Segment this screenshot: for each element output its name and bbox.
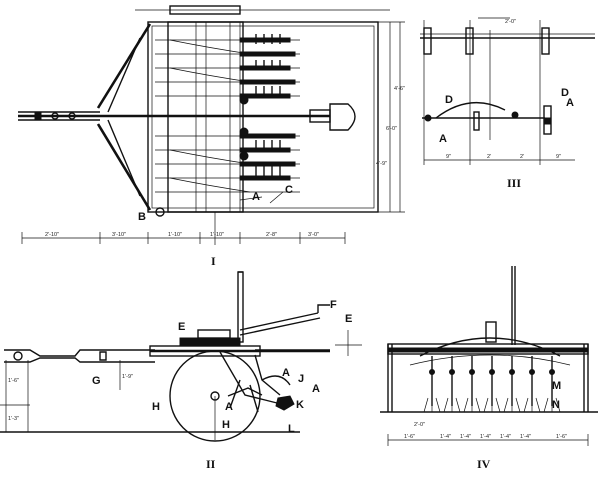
fig4-caption: IV xyxy=(477,457,491,471)
fig3-dim-4: 2' xyxy=(520,154,524,160)
fig1-dim-6: 3'-0" xyxy=(308,232,319,238)
fig1-dim-5: 2'-8" xyxy=(266,232,277,238)
fig4-dim-8: 2'-0" xyxy=(414,422,425,428)
fig4-dim-7: 1'-6" xyxy=(556,434,567,440)
fig1-caption: I xyxy=(211,254,216,268)
fig2-label-g: G xyxy=(92,375,101,387)
figure-iii-detail: 2'-0" 9" 2' 2' 9" D A D A III xyxy=(420,17,595,190)
fig2-label-e-seat: E xyxy=(178,321,185,333)
fig2-label-e-bar: E xyxy=(345,313,352,325)
fig3-label-a-left: A xyxy=(439,133,447,145)
fig4-label-m: M xyxy=(552,380,561,392)
fig2-label-l: L xyxy=(288,423,295,435)
fig1-label-b: B xyxy=(138,211,146,223)
fig2-label-j: J xyxy=(298,373,304,385)
fig2-label-a-upper: A xyxy=(282,367,290,379)
fig1-dim-9: 4'-9" xyxy=(376,161,387,167)
figure-iv-rear-elevation: 1'-6" 1'-4" 1'-4" 1'-4" 1'-4" 1'-4" 1'-6… xyxy=(380,266,598,471)
fig1-label-c: C xyxy=(285,184,293,196)
fig3-dim-5: 9" xyxy=(556,154,561,160)
fig3-label-d-right: D xyxy=(561,87,569,99)
fig1-label-a: A xyxy=(252,191,260,203)
fig2-label-k: K xyxy=(296,399,304,411)
fig1-dim-1: 2'-10" xyxy=(45,232,59,238)
fig1-dim-7: 4'-6" xyxy=(394,86,405,92)
cultivator-tines xyxy=(155,34,300,193)
fig4-label-n: N xyxy=(552,399,560,411)
fig2-caption: II xyxy=(206,457,216,471)
fig3-label-a-right: A xyxy=(566,97,574,109)
fig2-dim-2: 1'-3" xyxy=(8,416,19,422)
fig3-caption: III xyxy=(507,176,521,190)
fig4-dim-4: 1'-4" xyxy=(480,434,491,440)
fig2-dim-3: 1'-9" xyxy=(122,374,133,380)
fig1-dim-8: 6'-0" xyxy=(386,126,397,132)
fig3-label-d-left: D xyxy=(445,94,453,106)
fig2-label-a-lower: A xyxy=(225,401,233,413)
fig3-dim-2: 9" xyxy=(446,154,451,160)
fig2-label-f: F xyxy=(330,299,337,311)
fig2-label-a-right: A xyxy=(312,383,320,395)
fig2-label-h-lower: H xyxy=(222,419,230,431)
fig2-dim-1: 1'-6" xyxy=(8,378,19,384)
fig2-label-h-left: H xyxy=(152,401,160,413)
fig4-dim-6: 1'-4" xyxy=(520,434,531,440)
fig3-dim-3: 2' xyxy=(487,154,491,160)
fig4-dim-5: 1'-4" xyxy=(500,434,511,440)
fig3-dim-1: 2'-0" xyxy=(505,19,516,25)
fig4-dim-2: 1'-4" xyxy=(440,434,451,440)
figure-ii-side-elevation: 1'-6" 1'-3" 1'-9" G E F E A J A A K H H … xyxy=(0,271,362,471)
fig1-dim-3: 1'-10" xyxy=(168,232,182,238)
fig1-dim-2: 3'-10" xyxy=(112,232,126,238)
tine-shanks xyxy=(423,356,561,413)
figure-i-plan-view: 2'-10" 3'-10" 1'-10" 1'-10" 2'-8" 3'-0" … xyxy=(18,5,405,268)
fig4-dim-3: 1'-4" xyxy=(460,434,471,440)
fig1-dim-4: 1'-10" xyxy=(210,232,224,238)
fig4-dim-1: 1'-6" xyxy=(404,434,415,440)
